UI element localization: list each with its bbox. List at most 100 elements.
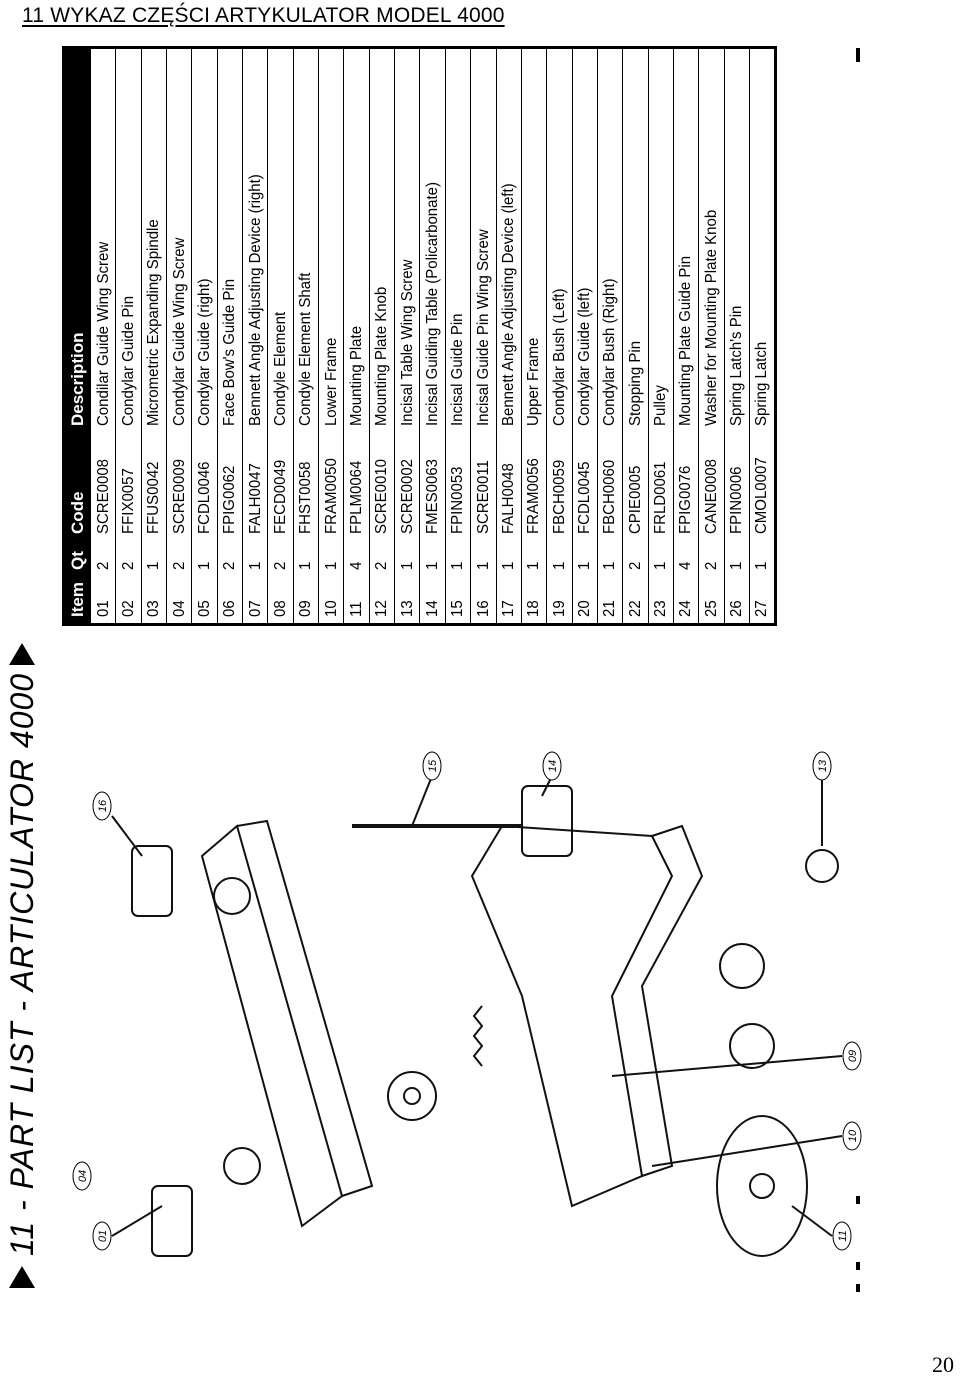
banner-end-arrow-icon <box>9 642 35 665</box>
qt-cell: 1 <box>546 540 573 577</box>
code-cell: FHST0058 <box>292 432 320 541</box>
code-cell: CPIE0005 <box>622 432 649 541</box>
qt-cell: 1 <box>723 540 751 577</box>
description-cell: Bennett Angle Adjusting Device (left) <box>495 47 522 433</box>
qt-cell: 1 <box>571 540 599 577</box>
qt-cell: 1 <box>444 540 472 577</box>
svg-text:04: 04 <box>77 1170 89 1182</box>
description-cell: Condyle Element Shaft <box>292 47 320 433</box>
code-cell: FALH0047 <box>241 432 269 541</box>
description-cell: Condilar Guide Wing Screw <box>90 47 117 433</box>
code-cell: CMOL0007 <box>748 432 777 541</box>
item-cell: 14 <box>419 576 446 625</box>
code-cell: FFUS0042 <box>140 432 168 541</box>
callout-bubbles: 01 04 16 15 14 13 11 10 09 <box>72 751 862 1251</box>
code-cell: FPIG0062 <box>216 432 244 541</box>
item-cell: 19 <box>546 576 573 625</box>
qt-cell: 1 <box>292 540 320 577</box>
description-cell: Lower Frame <box>317 47 345 433</box>
lower-frame-drawing <box>470 824 674 1208</box>
qt-cell: 1 <box>419 540 446 577</box>
qt-cell: 1 <box>470 540 497 577</box>
item-cell: 05 <box>191 576 218 625</box>
rotated-part-list-sheet: 11 - PART LIST - ARTICULATOR 4000 <box>0 46 900 1296</box>
item-cell: 07 <box>241 576 269 625</box>
code-cell: FALH0048 <box>495 432 522 541</box>
code-cell: FPIN0053 <box>444 432 472 541</box>
parts-table-header-row: Item Qt Code Description <box>63 47 91 625</box>
code-cell: FMES0063 <box>419 432 446 541</box>
callout-04: 04 <box>72 1161 92 1191</box>
callout-01: 01 <box>92 1221 112 1251</box>
description-cell: Spring Latch <box>748 47 777 433</box>
description-cell: Bennett Angle Adjusting Device (right) <box>241 47 269 433</box>
code-cell: SCRE0010 <box>368 432 396 541</box>
code-cell: FRAM0056 <box>520 432 548 541</box>
code-cell: FBCH0059 <box>546 432 573 541</box>
item-cell: 04 <box>165 576 193 625</box>
item-cell: 09 <box>292 576 320 625</box>
code-cell: SCRE0011 <box>470 432 497 541</box>
item-cell: 18 <box>520 576 548 625</box>
svg-text:10: 10 <box>847 1129 859 1142</box>
item-cell: 02 <box>115 576 142 625</box>
description-cell: Incisal Guide Pin Wing Screw <box>470 47 497 433</box>
description-cell: Condyle Element <box>267 47 294 433</box>
callout-14: 14 <box>542 751 562 781</box>
code-cell: FPIN0006 <box>723 432 751 541</box>
qt-cell: 1 <box>241 540 269 577</box>
item-cell: 22 <box>622 576 649 625</box>
item-cell: 26 <box>723 576 751 625</box>
item-cell: 20 <box>571 576 599 625</box>
item-cell: 27 <box>748 576 777 625</box>
item-cell: 17 <box>495 576 522 625</box>
header-qt: Qt <box>63 540 91 577</box>
description-cell: Condylar Bush (Left) <box>546 47 573 433</box>
callout-13: 13 <box>812 751 832 781</box>
callout-16: 16 <box>92 791 112 821</box>
code-cell: SCRE0002 <box>393 432 421 541</box>
item-cell: 13 <box>393 576 421 625</box>
qt-cell: 2 <box>115 540 142 577</box>
callout-09: 09 <box>842 1041 862 1071</box>
description-cell: Upper Frame <box>520 47 548 433</box>
svg-text:15: 15 <box>427 759 439 772</box>
code-cell: FECD0049 <box>267 432 294 541</box>
banner-arrow-icon <box>9 1266 35 1288</box>
svg-text:11: 11 <box>837 1230 849 1241</box>
incisal-table-drawing <box>521 785 573 857</box>
page-heading: 11 WYKAZ CZĘŚCI ARTYKULATOR MODEL 4000 <box>22 4 505 27</box>
qt-cell: 1 <box>596 540 624 577</box>
code-cell: FPLM0064 <box>343 432 370 541</box>
description-cell: Mounting Plate Knob <box>368 47 396 433</box>
qt-cell: 1 <box>393 540 421 577</box>
item-cell: 08 <box>267 576 294 625</box>
code-cell: FBCH0060 <box>596 432 624 541</box>
code-cell: CANE0008 <box>698 432 725 541</box>
code-cell: FRAM0050 <box>317 432 345 541</box>
code-cell: FFIX0057 <box>115 432 142 541</box>
description-cell: Pulley <box>647 47 675 433</box>
svg-text:16: 16 <box>97 799 109 812</box>
code-cell: FRLD0061 <box>647 432 675 541</box>
description-cell: Face Bow's Guide Pin <box>216 47 244 433</box>
header-item: Item <box>63 576 91 625</box>
